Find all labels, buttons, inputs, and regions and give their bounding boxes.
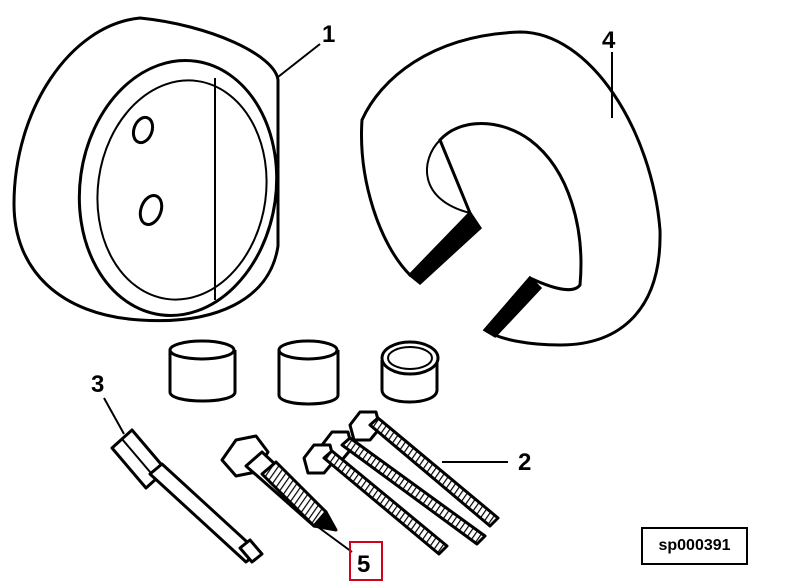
callout-1: 1	[322, 21, 335, 48]
bushing-left	[168, 339, 237, 403]
callout-4: 4	[602, 27, 616, 54]
bushing-middle	[277, 339, 340, 406]
highlight-box-5	[349, 541, 383, 581]
leader-5	[317, 526, 353, 553]
screw-part-5	[220, 434, 338, 532]
leader-3	[103, 397, 125, 435]
callout-5: 5	[357, 551, 370, 578]
leader-1	[277, 43, 321, 78]
leader-lines	[103, 43, 613, 553]
bolts-part-2	[302, 410, 500, 556]
split-ring-part-4	[360, 30, 662, 347]
callout-3: 3	[91, 371, 104, 398]
reference-code: sp000391	[658, 537, 731, 554]
callout-2: 2	[518, 449, 531, 476]
ring-part-1	[12, 16, 280, 323]
pin-part-3	[110, 428, 264, 564]
bushing-right	[380, 340, 440, 404]
reference-code-box: sp000391	[641, 527, 748, 565]
